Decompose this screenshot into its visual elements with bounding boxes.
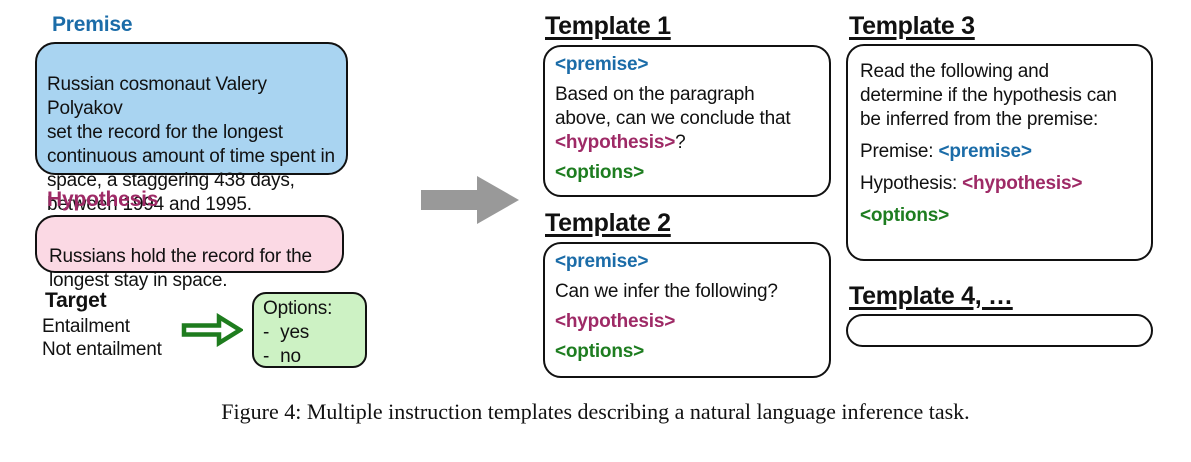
- premise-field-label: Premise:: [860, 141, 939, 162]
- template-3-intro: Read the following and determine if the …: [860, 61, 1117, 130]
- template-1-body: Based on the paragraph above, can we con…: [555, 83, 819, 155]
- options-title: Options:: [263, 298, 333, 319]
- template-3-box: Read the following and determine if the …: [846, 44, 1153, 261]
- template-2-heading: Template 2: [545, 209, 671, 237]
- target-arrow-icon: [181, 313, 243, 347]
- hypothesis-placeholder-tag: <hypothesis>: [962, 173, 1083, 194]
- premise-box: Russian cosmonaut Valery Polyakov set th…: [35, 42, 348, 215]
- options-item-yes: -yes: [263, 321, 359, 345]
- options-placeholder-tag: <options>: [555, 162, 644, 183]
- figure-caption: Figure 4: Multiple instruction templates…: [221, 399, 970, 424]
- hypothesis-field-label: Hypothesis:: [860, 173, 963, 194]
- template-3-hypothesis-line: Hypothesis: <hypothesis>: [860, 172, 1143, 196]
- hypothesis-box-text: Russians hold the record for the longest…: [49, 246, 312, 291]
- premise-placeholder-tag: <premise>: [555, 54, 649, 75]
- flow-arrow-icon: [421, 176, 519, 224]
- target-values: Entailment Not entailment: [42, 316, 162, 360]
- options-item-label: no: [280, 346, 301, 367]
- options-placeholder-tag: <options>: [860, 205, 949, 226]
- template-3-premise-line: Premise: <premise>: [860, 140, 1143, 164]
- premise-placeholder-tag: <premise>: [938, 141, 1032, 162]
- template-1-body-suffix: ?: [675, 132, 686, 153]
- hypothesis-placeholder-tag: <hypothesis>: [555, 311, 676, 332]
- premise-box-text: Russian cosmonaut Valery Polyakov set th…: [47, 74, 335, 215]
- options-placeholder-tag: <options>: [555, 341, 644, 362]
- options-box: Options: -yes -no: [252, 292, 367, 368]
- options-item-no: -no: [263, 345, 359, 369]
- options-item-label: yes: [280, 322, 310, 343]
- target-heading: Target: [45, 289, 107, 312]
- template-3-heading: Template 3: [849, 12, 975, 40]
- template-1-box: <premise> Based on the paragraph above, …: [543, 45, 831, 197]
- premise-placeholder-tag: <premise>: [555, 251, 649, 272]
- template-2-question: Can we infer the following?: [555, 281, 778, 302]
- hypothesis-box: Russians hold the record for the longest…: [35, 215, 344, 291]
- premise-heading: Premise: [52, 13, 133, 36]
- template-4-heading: Template 4, …: [849, 282, 1013, 310]
- template-2-box: <premise> Can we infer the following? <h…: [543, 242, 831, 378]
- hypothesis-placeholder-tag: <hypothesis>: [555, 132, 676, 153]
- bullet-dash: -: [263, 322, 270, 343]
- bullet-dash: -: [263, 346, 270, 367]
- template-4-box-empty: [846, 314, 1153, 347]
- hypothesis-heading: Hypothesis: [47, 188, 159, 211]
- template-1-body-text: Based on the paragraph above, can we con…: [555, 84, 791, 129]
- template-1-heading: Template 1: [545, 12, 671, 40]
